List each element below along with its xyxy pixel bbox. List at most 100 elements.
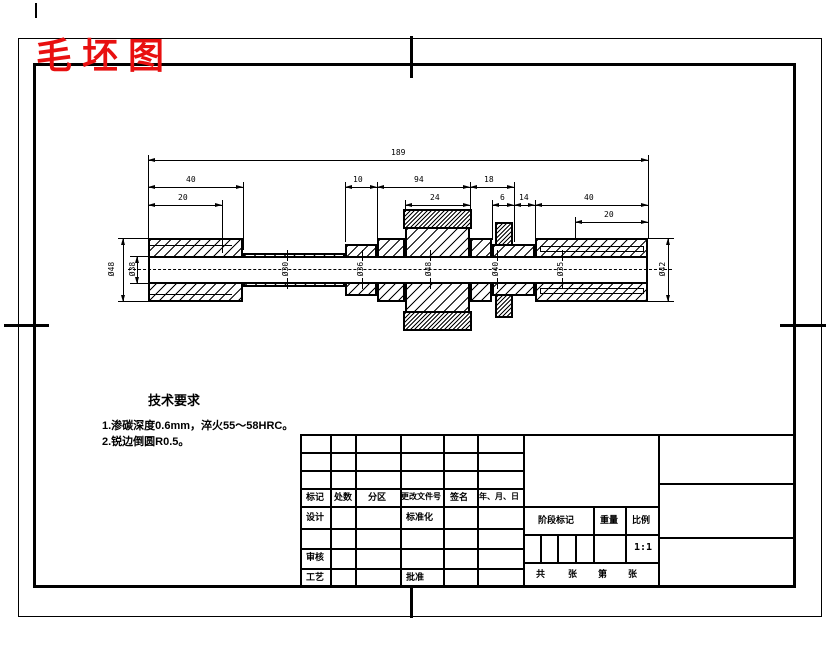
titleblock-line <box>400 434 402 588</box>
titleblock-line <box>575 534 577 562</box>
dim-label: 14 <box>518 193 530 202</box>
titleblock-line <box>523 534 658 536</box>
tb-header-count: 处数 <box>334 492 353 502</box>
dia-dim-line <box>666 238 670 302</box>
extension-line <box>492 200 493 240</box>
extension-line <box>514 182 515 242</box>
inner-step-strip <box>540 246 644 252</box>
dia-tick <box>430 278 431 289</box>
tb-approve: 批准 <box>406 572 425 582</box>
extension-line <box>148 155 149 238</box>
dim-label: 20 <box>177 193 189 202</box>
extension-line <box>118 238 148 239</box>
titleblock-line <box>658 483 796 485</box>
tb-header-date: 年、月、日 <box>479 492 519 501</box>
hatch-cap-top <box>495 222 513 246</box>
titleblock-line <box>330 434 332 588</box>
dim-label: 10 <box>352 175 364 184</box>
extension-line <box>118 301 148 302</box>
dim-line <box>492 203 514 207</box>
title-block <box>300 434 796 588</box>
titleblock-line <box>523 562 658 564</box>
dim-line <box>148 185 243 189</box>
tb-review: 审核 <box>306 552 325 562</box>
titleblock-line <box>540 534 542 562</box>
dim-line <box>535 203 648 207</box>
titleblock-line <box>658 537 796 539</box>
extension-line <box>345 182 346 242</box>
dia-label: Ø35 <box>556 261 566 277</box>
titleblock-line <box>523 506 658 508</box>
dia-dim-line <box>121 238 125 302</box>
dim-label: 6 <box>499 193 506 202</box>
titleblock-line <box>300 452 523 454</box>
tb-header-signature: 签名 <box>450 492 469 502</box>
dim-label: 18 <box>483 175 495 184</box>
tb-scale-value: 1:1 <box>634 542 653 553</box>
centerline <box>128 269 672 270</box>
extension-line <box>377 182 378 238</box>
dim-line <box>470 185 514 189</box>
tb-sheet-no: 第 <box>598 569 608 579</box>
inner-step-line <box>148 245 232 246</box>
dia-label: Ø40 <box>491 261 501 277</box>
dia-tick <box>362 278 363 289</box>
inner-step-line <box>148 294 232 295</box>
titleblock-line <box>300 488 523 490</box>
tb-header-zone: 分区 <box>368 492 387 502</box>
extension-line <box>243 182 244 250</box>
corner-mark <box>35 3 37 18</box>
titleblock-line <box>658 434 660 588</box>
tb-header-docno: 更改文件号 <box>401 492 441 501</box>
titleblock-line <box>300 548 523 550</box>
dia-label: Ø38 <box>128 261 138 277</box>
tb-design: 设计 <box>306 512 325 522</box>
titleblock-line <box>477 434 479 588</box>
tb-sheet-zhang2: 张 <box>628 569 638 579</box>
dim-line-overall <box>148 158 648 162</box>
dia-tick <box>497 250 498 261</box>
tb-sheet-zhang1: 张 <box>568 569 578 579</box>
extension-line <box>130 283 150 284</box>
dia-tick <box>562 278 563 289</box>
tb-stage-mark: 阶段标记 <box>538 515 575 525</box>
titleblock-line <box>557 534 559 562</box>
extension-line <box>648 155 649 238</box>
dia-label: Ø48 <box>107 261 117 277</box>
dim-line <box>514 203 535 207</box>
extension-line <box>575 217 576 238</box>
dia-label: Ø36 <box>356 261 366 277</box>
dia-tick <box>287 278 288 289</box>
dia-tick <box>287 250 288 261</box>
extension-line <box>535 200 536 240</box>
center-mark-bottom <box>410 588 413 618</box>
dia-tick <box>430 250 431 261</box>
tb-standardization: 标准化 <box>406 512 434 522</box>
hatch-cap-top <box>403 209 472 229</box>
dia-tick <box>362 250 363 261</box>
dim-line <box>575 220 648 224</box>
dim-label: 40 <box>583 193 595 202</box>
dim-label: 94 <box>413 175 425 184</box>
titleblock-line <box>300 470 523 472</box>
titleblock-line <box>300 568 523 570</box>
dia-tick <box>497 278 498 289</box>
center-mark-right <box>780 324 826 327</box>
dia-label: Ø42 <box>658 261 668 277</box>
dim-line <box>345 185 377 189</box>
hatch-cap-bottom <box>403 311 472 331</box>
titleblock-line <box>300 506 523 508</box>
dim-line <box>148 203 222 207</box>
center-mark-top <box>410 36 413 78</box>
page-title: 毛坯图 <box>36 35 175 76</box>
titleblock-line <box>355 434 357 588</box>
dia-label: Ø48 <box>424 261 434 277</box>
inner-step-strip <box>540 288 644 294</box>
paper-border <box>18 38 822 617</box>
dim-label: 20 <box>603 210 615 219</box>
dim-line <box>377 185 470 189</box>
center-mark-left <box>4 324 49 327</box>
extension-line <box>470 182 471 227</box>
tech-req-title: 技术要求 <box>148 393 201 408</box>
